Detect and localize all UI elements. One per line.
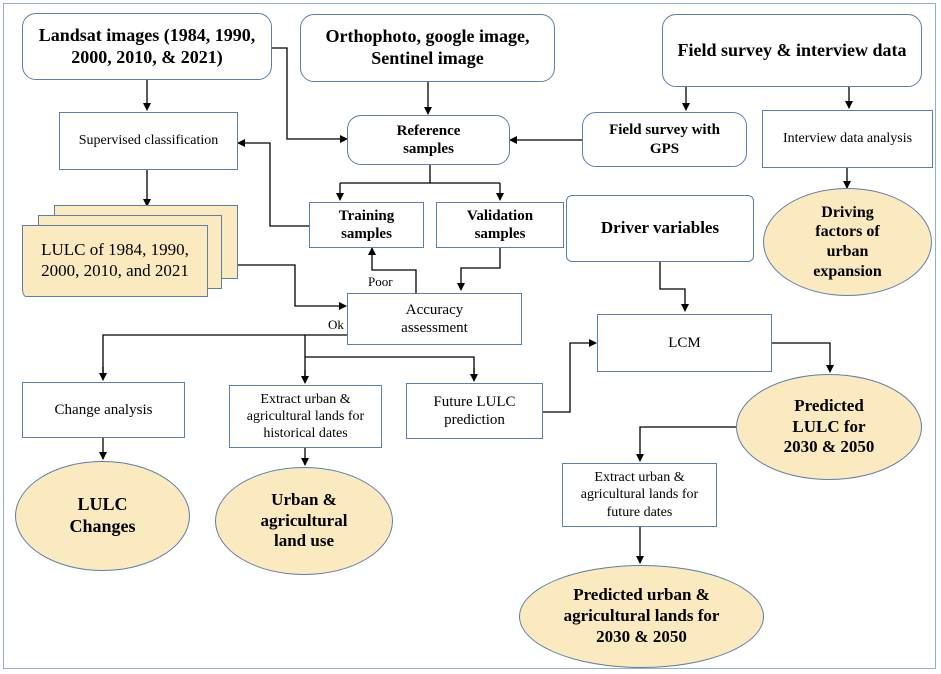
node-supervised-classification: Supervised classification [59,112,238,170]
edge-label-ok: Ok [328,317,344,332]
arrow-reference-split [340,165,500,184]
node-predicted-lulc: Predicted LULC for 2030 & 2050 [736,374,922,480]
node-interview-analysis: Interview data analysis [762,110,933,168]
arrow-training-to-supervised [237,139,309,227]
diagram-frame [3,3,936,669]
arrow-future-to-lcm [543,339,597,413]
node-lulc-changes: LULC Changes [15,461,190,571]
node-landsat-images: Landsat images (1984, 1990, 2000, 2010, … [22,13,272,80]
node-reference-samples: Reference samples [347,115,510,165]
arrow-predicted-to-extractfuture [636,426,736,462]
node-extract-historical: Extract urban & agricultural lands for h… [229,385,382,448]
doc-sheet-front: LULC of 1984, 1990, 2000, 2010, and 2021 [22,225,208,297]
node-orthophoto: Orthophoto, google image, Sentinel image [300,14,555,82]
node-field-survey-interview: Field survey & interview data [662,14,922,87]
node-lcm: LCM [597,314,772,372]
arrow-lcm-to-predicted [772,342,834,373]
node-extract-future: Extract urban & agricultural lands for f… [562,463,717,527]
node-predicted-urban-agricultural: Predicted urban & agricultural lands for… [519,565,764,668]
node-change-analysis: Change analysis [22,382,185,438]
edge-label-poor: Poor [368,274,393,289]
arrow-lulc-to-accuracy [238,264,347,310]
arrow-landsat-to-reference [272,47,348,143]
arrow-validation-to-accuracy [457,248,501,291]
node-urban-agricultural-landuse: Urban & agricultural land use [215,467,393,575]
node-driving-factors: Driving factors of urban expansion [763,188,932,296]
node-accuracy-assessment: Accuracy assessment [347,293,522,345]
node-lulc-years: LULC of 1984, 1990, 2000, 2010, and 2021 [22,205,242,297]
arrow-driver-to-lcm [659,262,689,312]
node-future-lulc-prediction: Future LULC prediction [406,383,543,439]
node-training-samples: Training samples [309,202,424,248]
node-field-survey-gps: Field survey with GPS [582,112,747,167]
node-validation-samples: Validation samples [436,202,564,248]
arrow-accuracy-to-training-poor [368,247,417,293]
node-driver-variables: Driver variables [566,195,754,262]
